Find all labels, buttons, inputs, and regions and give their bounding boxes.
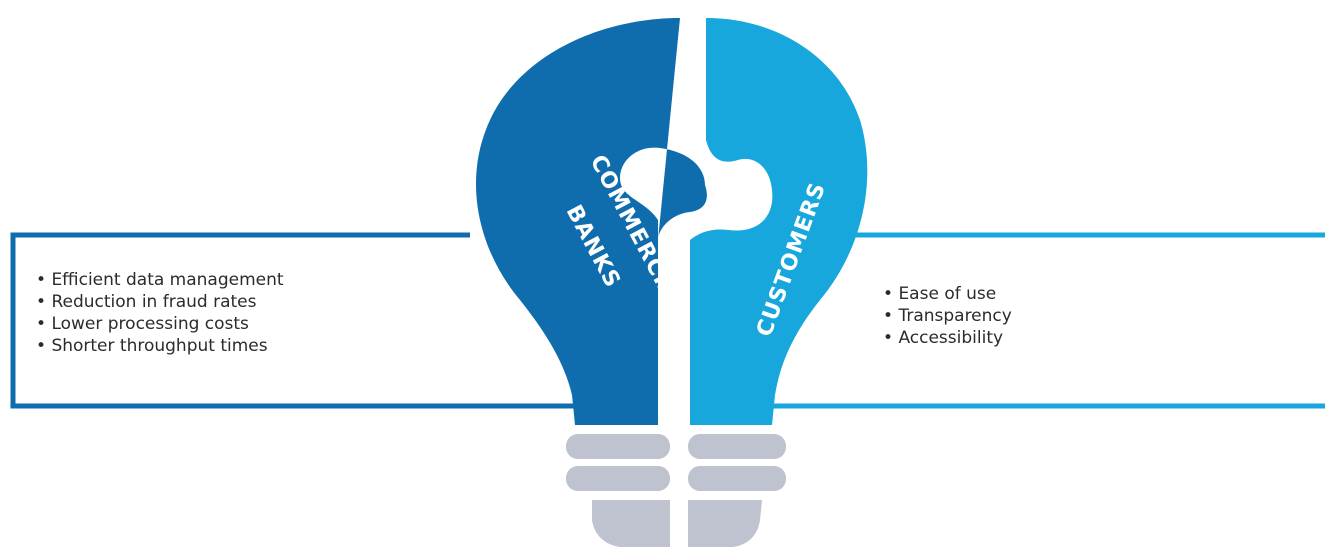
bulb-tip-left — [592, 500, 670, 547]
commercial-banks-benefits-list: Efficient data management Reduction in f… — [36, 269, 284, 357]
bulb-thread-right-1 — [688, 434, 786, 459]
list-item: Lower processing costs — [36, 313, 284, 335]
list-item: Transparency — [883, 305, 1011, 327]
list-item: Shorter throughput times — [36, 335, 284, 357]
commercial-banks-puzzle-piece — [475, 18, 707, 425]
list-item: Ease of use — [883, 283, 1012, 305]
bulb-tip-right — [688, 500, 762, 547]
list-item: Efficient data management — [36, 269, 283, 291]
list-item: Reduction in fraud rates — [36, 291, 284, 313]
bulb-base — [566, 434, 786, 547]
list-item: Accessibility — [883, 327, 1012, 349]
bulb-thread-right-2 — [688, 466, 786, 491]
customers-benefits-list: Ease of use Transparency Accessibility — [883, 283, 1012, 349]
bulb-thread-left-1 — [566, 434, 670, 459]
customers-puzzle-piece — [690, 18, 868, 425]
bulb-thread-left-2 — [566, 466, 670, 491]
left-bracket-frame — [10, 232, 585, 409]
